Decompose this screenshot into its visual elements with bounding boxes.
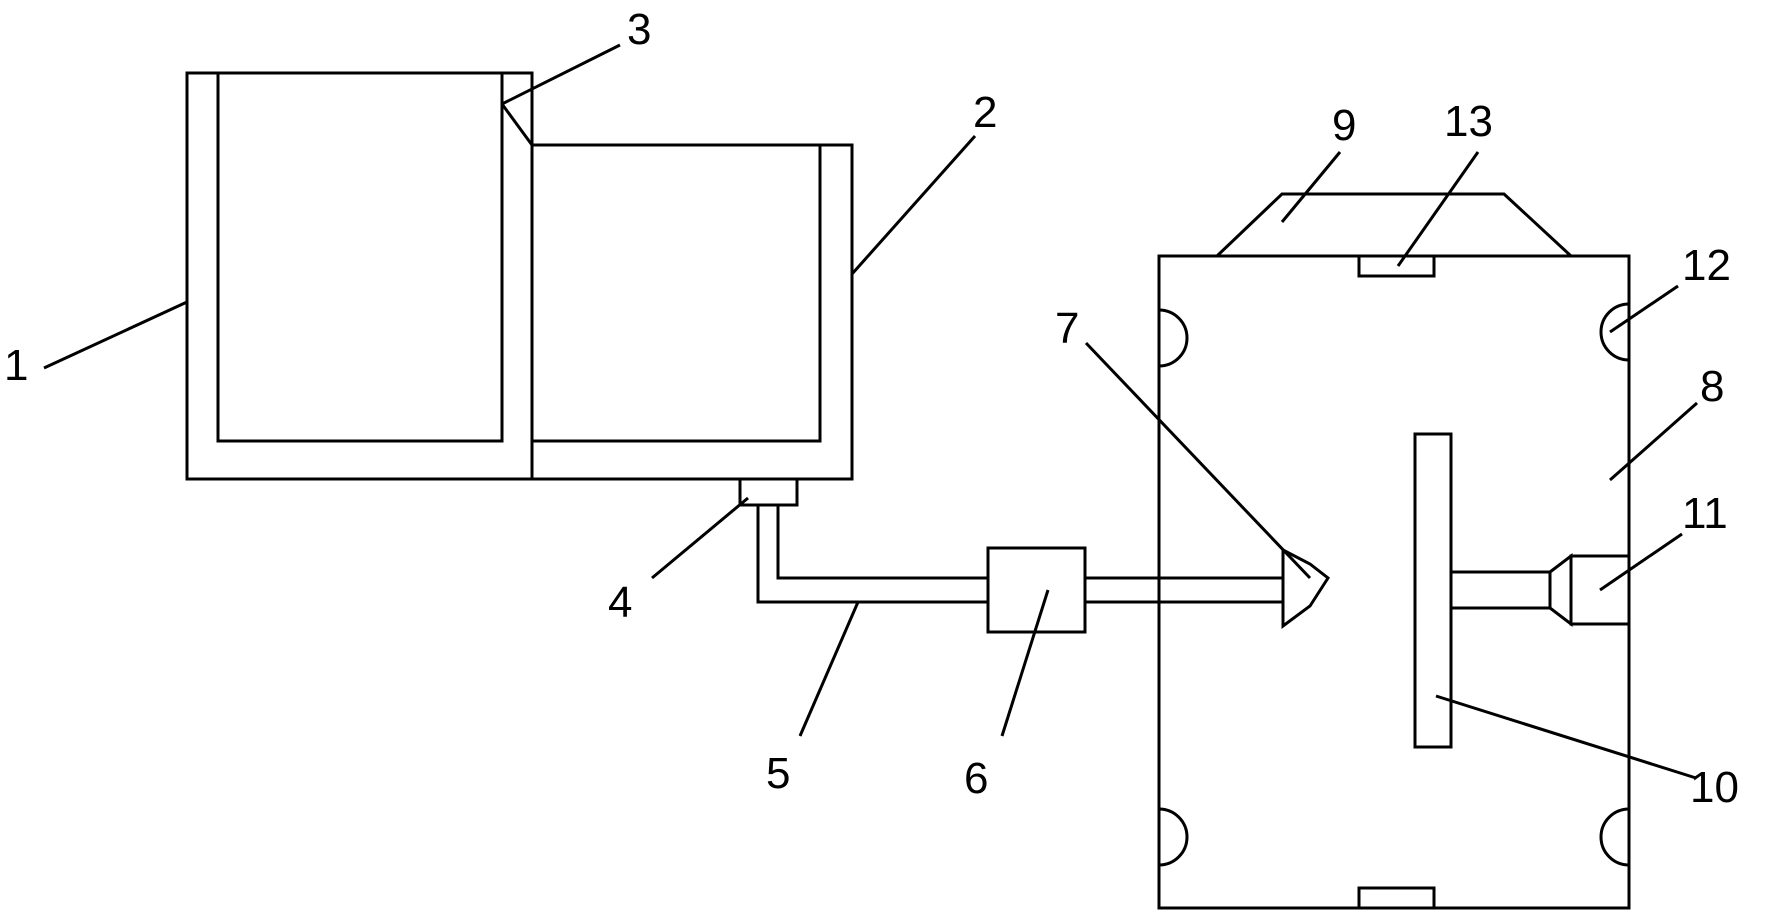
part-12-supports bbox=[1158, 302, 1630, 867]
part-2-container bbox=[530, 143, 854, 481]
leader-6 bbox=[1000, 589, 1050, 737]
leader-5 bbox=[798, 601, 860, 737]
label-9: 9 bbox=[1332, 101, 1356, 150]
label-8: 8 bbox=[1700, 362, 1724, 411]
label-7: 7 bbox=[1055, 304, 1079, 353]
leader-2 bbox=[850, 135, 977, 275]
leader-9 bbox=[1280, 151, 1342, 223]
leader-11 bbox=[1599, 532, 1683, 592]
part-9-hood bbox=[1215, 192, 1573, 258]
part-13-bottom-sensor bbox=[1357, 886, 1436, 910]
label-4: 4 bbox=[608, 578, 632, 627]
part-10-plate bbox=[1413, 432, 1453, 749]
part-11-shaft-motor bbox=[1451, 552, 1631, 628]
label-1: 1 bbox=[4, 341, 28, 390]
label-2: 2 bbox=[973, 88, 997, 137]
label-13: 13 bbox=[1444, 97, 1493, 146]
leader-7 bbox=[1084, 341, 1312, 580]
part-6-pump bbox=[986, 546, 1087, 634]
leader-1 bbox=[43, 300, 188, 370]
part-4-outlet bbox=[738, 477, 799, 507]
leader-13 bbox=[1396, 151, 1480, 267]
labels: 1 2 3 4 5 6 7 8 9 10 11 12 13 bbox=[4, 5, 1739, 812]
label-5: 5 bbox=[766, 749, 790, 798]
leader-3 bbox=[501, 43, 621, 106]
part-5-pipe bbox=[756, 505, 1283, 604]
label-11: 11 bbox=[1682, 489, 1728, 538]
leader-8 bbox=[1609, 401, 1698, 482]
leader-10 bbox=[1435, 694, 1697, 780]
label-10: 10 bbox=[1690, 763, 1739, 812]
leader-4 bbox=[651, 496, 749, 580]
leader-12 bbox=[1609, 284, 1679, 334]
label-6: 6 bbox=[964, 754, 988, 803]
part-7-nozzle bbox=[1281, 547, 1331, 629]
part-3-joint bbox=[500, 103, 534, 146]
part-13-top-sensor bbox=[1357, 254, 1436, 278]
leader-lines bbox=[43, 43, 1698, 780]
label-12: 12 bbox=[1682, 241, 1731, 290]
part-1-container bbox=[185, 71, 534, 481]
label-3: 3 bbox=[627, 5, 651, 54]
